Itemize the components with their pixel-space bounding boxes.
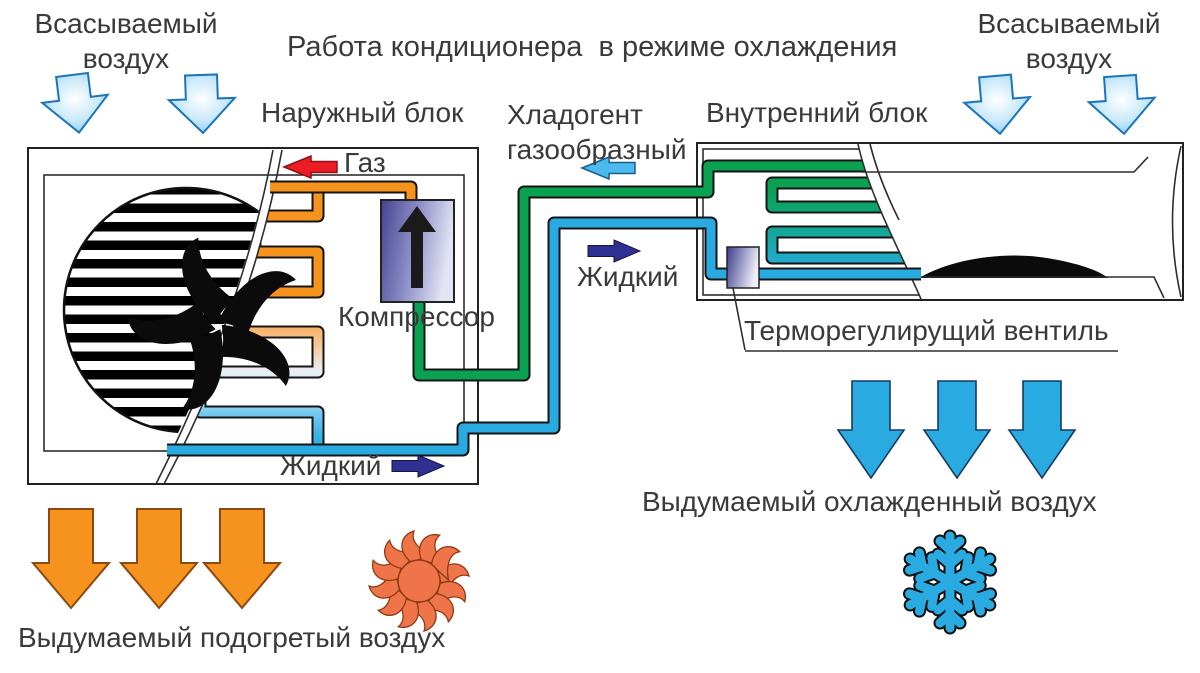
cool-air-output-label: Выдумаемый охлажденный воздух [642, 486, 1097, 517]
compressor-icon [380, 199, 455, 303]
indoor-right-cap-curve [1171, 145, 1182, 298]
refrigerant-pipes [167, 159, 921, 457]
intake-air-left-line2: воздух [82, 43, 170, 74]
refrigerant-gas-label: Хладогент газообразный [507, 97, 686, 167]
cool-air-arrow-icon [837, 380, 905, 479]
intake-arrow-icon [167, 72, 238, 136]
intake-arrow-icon [961, 72, 1034, 138]
compressor-label: Компрессор [338, 301, 495, 332]
cool-air-arrow-icon [1008, 380, 1076, 479]
intake-air-arrows-right [961, 72, 1158, 138]
liquid-flow-arrow-mid-icon [587, 239, 641, 263]
txv-valve-icon [726, 246, 1118, 352]
indoor-casing-cover [858, 144, 1183, 299]
outdoor-outer-frame [27, 147, 479, 485]
indoor-cutaway-curve-2 [869, 143, 900, 221]
indoor-unit [696, 142, 1184, 301]
refrigerant-gas-line1: Хладогент [507, 99, 643, 130]
liquid-label-outdoor: Жидкий [280, 450, 382, 481]
intake-air-label-right: Всасываемый воздух [969, 6, 1169, 76]
refrigerant-gas-line2: газообразный [507, 134, 687, 165]
gas-label: Газ [344, 147, 386, 178]
intake-air-right-line1: Всасываемый [977, 8, 1161, 39]
indoor-cutaway-curve [857, 143, 922, 300]
liquid-label-mid: Жидкий [577, 261, 679, 292]
diagram-title: Работа кондиционера в режиме охлаждения [287, 31, 898, 63]
cool-air-arrows [837, 380, 1076, 479]
indoor-unit-label: Внутренний блок [706, 97, 928, 128]
intake-air-right-line2: воздух [1025, 43, 1113, 74]
outdoor-unit-label: Наружный блок [261, 97, 464, 128]
intake-air-left-line1: Всасываемый [34, 8, 218, 39]
liquid-flow-arrow-outdoor-icon [391, 454, 445, 478]
compressor-arrow-icon [398, 206, 436, 288]
intake-arrow-icon [1086, 72, 1158, 138]
indoor-bottom-line [921, 276, 1165, 299]
sun-icon [366, 528, 472, 634]
fan-grille-icon [62, 186, 272, 434]
txv-label: Терморегулирущий вентиль [744, 315, 1109, 346]
indoor-fan-drum-icon [921, 255, 1108, 278]
warm-air-arrow-icon [203, 508, 281, 609]
warm-air-arrow-icon [120, 508, 198, 609]
intake-air-arrows-left [38, 69, 238, 138]
warm-air-arrow-icon [32, 508, 110, 609]
cool-air-arrow-icon [923, 380, 991, 479]
snowflake-icon [904, 536, 996, 628]
intake-air-label-left: Всасываемый воздух [26, 6, 226, 76]
intake-arrow-icon [38, 69, 113, 138]
warm-air-output-label: Выдумаемый подогретый воздух [18, 622, 446, 653]
indoor-vent-line [862, 156, 1149, 173]
warm-air-arrows [32, 508, 281, 609]
txv-pointer-line [732, 287, 746, 351]
